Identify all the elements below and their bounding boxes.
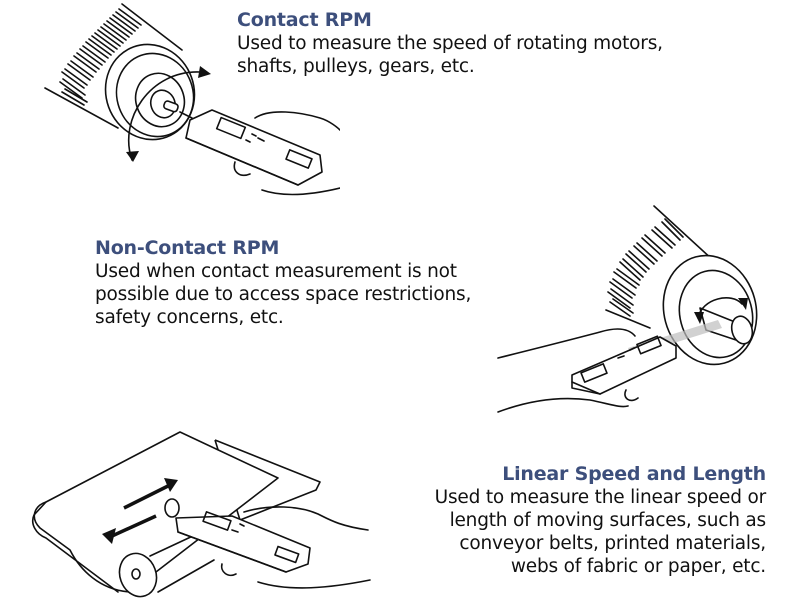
description-line: possible due to access space restriction… (95, 284, 472, 305)
rotation-arrow (694, 298, 748, 324)
description-line: Used to measure the speed of rotating mo… (237, 33, 663, 54)
description-line: length of moving surfaces, such as (449, 510, 767, 531)
contact-rpm-section: Contact RPM Used to measure the speed of… (237, 8, 663, 78)
non-contact-rpm-section: Non-Contact RPM Used when contact measur… (95, 236, 471, 329)
non-contact-rpm-heading: Non-Contact RPM (95, 237, 280, 259)
hand (255, 112, 340, 195)
description-line: conveyor belts, printed materials, (459, 533, 766, 554)
motor-shaft (700, 308, 755, 346)
description-line: webs of fabric or paper, etc. (510, 556, 766, 577)
description-line: Used when contact measurement is not (95, 261, 457, 282)
non-contact-rpm-illustration (480, 200, 800, 420)
linear-speed-illustration (0, 420, 380, 600)
conveyor-belt (33, 432, 320, 600)
contact-rpm-description: Used to measure the speed of rotating mo… (237, 32, 663, 78)
tachometer-device (180, 110, 322, 185)
linear-speed-section: Linear Speed and Length Used to measure … (434, 462, 767, 578)
direction-arrows (102, 478, 178, 544)
contact-rpm-illustration (0, 0, 340, 220)
hand (244, 507, 370, 588)
motor-cooling-fins (608, 219, 683, 316)
hand (498, 329, 635, 412)
contact-rpm-heading: Contact RPM (237, 9, 372, 31)
motor-cooling-fins (60, 9, 141, 105)
motor-housing (45, 4, 208, 152)
rotation-arrow (126, 66, 211, 162)
description-line: Used to measure the linear speed or (434, 487, 767, 508)
tachometer-device (165, 499, 310, 575)
description-line: shafts, pulleys, gears, etc. (237, 56, 475, 77)
linear-speed-description: Used to measure the linear speed or leng… (434, 486, 767, 578)
description-line: safety concerns, etc. (95, 307, 284, 328)
linear-speed-heading: Linear Speed and Length (502, 463, 766, 485)
tachometer-device (572, 336, 676, 400)
non-contact-rpm-description: Used when contact measurement is not pos… (95, 260, 471, 329)
